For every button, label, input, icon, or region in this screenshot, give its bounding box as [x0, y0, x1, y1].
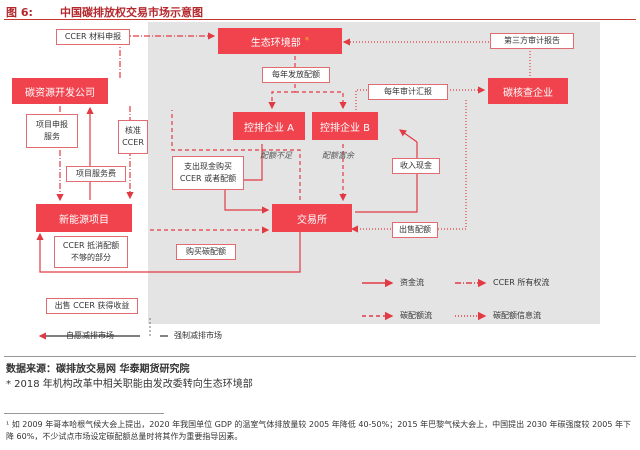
label-sell-quota: 出售配额 — [392, 222, 438, 238]
footnote: ¹ 如 2009 年哥本哈根气候大会上提出，2020 年我国单位 GDP 的温室… — [6, 420, 631, 442]
figure-number: 图 6: — [6, 6, 33, 19]
source-line: 数据来源：碳排放交易网 华泰期货研究院 — [6, 364, 190, 375]
title-rule — [4, 19, 636, 20]
node-exchange: 交易所 — [272, 204, 352, 232]
node-carbon-dev: 碳资源开发公司 — [12, 78, 108, 104]
node-new-energy: 新能源项目 — [36, 204, 132, 232]
loop-path — [171, 110, 301, 200]
node-verify: 碳核查企业 — [488, 78, 568, 104]
quota-to-b-arrow — [295, 91, 347, 110]
ccer-apply-arrow — [119, 32, 216, 78]
label-annual-quota: 每年发放配额 — [262, 67, 330, 83]
figure-caption: 中国碳排放权交易市场示意图 — [60, 6, 203, 19]
node-env-ministry: 生态环境部* — [218, 28, 342, 54]
note-quota-short: 配额不足 — [260, 151, 292, 160]
label-ccer-offset: CCER 抵消配额 不够的部分 — [54, 236, 128, 268]
legend-quota: 碳配额流 — [400, 311, 432, 320]
legend-quota-info: 碳配额信息流 — [493, 311, 541, 320]
legend-fund: 资金流 — [400, 278, 424, 287]
quota-to-a-arrow — [268, 91, 295, 110]
label-ccer-apply: CCER 材料申报 — [56, 29, 130, 45]
market-voluntary: 自愿减排市场 — [66, 331, 114, 340]
node-env-mark: * — [304, 36, 310, 46]
receive-cash-path — [355, 142, 418, 213]
source-rule — [4, 356, 636, 357]
node-env-label: 生态环境部 — [250, 37, 301, 49]
node-ctrl-b: 控排企业 B — [312, 112, 378, 140]
node-ctrl-a: 控排企业 A — [233, 112, 305, 140]
label-pay-cash: 支出现金购买 CCER 或者配额 — [172, 156, 244, 190]
footnote-rule — [4, 413, 164, 414]
market-mandatory: 强制减排市场 — [174, 331, 222, 340]
asterisk-note: * 2018 年机构改革中相关职能由发改委转向生态环境部 — [6, 379, 253, 390]
label-project-fee: 项目服务费 — [66, 166, 126, 182]
label-buy-quota: 购买碳配额 — [176, 244, 236, 260]
label-approve: 核准 CCER — [118, 120, 148, 154]
sell-ccer-arrow — [36, 230, 301, 273]
label-receive-cash: 收入现金 — [392, 158, 440, 174]
label-third-party: 第三方审计报告 — [490, 33, 574, 49]
sell-quota-arrow — [350, 100, 467, 233]
note-quota-rich: 配额富余 — [322, 151, 354, 160]
legend-ccer-right: CCER 所有权流 — [493, 278, 550, 287]
label-annual-audit: 每年审计汇报 — [368, 84, 448, 100]
label-sell-ccer: 出售 CCER 获得收益 — [46, 298, 138, 314]
label-project-apply: 项目申报 服务 — [26, 114, 78, 148]
receive-cash-arrow — [399, 129, 418, 143]
figure-title: 图 6: 中国碳排放权交易市场示意图 — [6, 4, 203, 20]
